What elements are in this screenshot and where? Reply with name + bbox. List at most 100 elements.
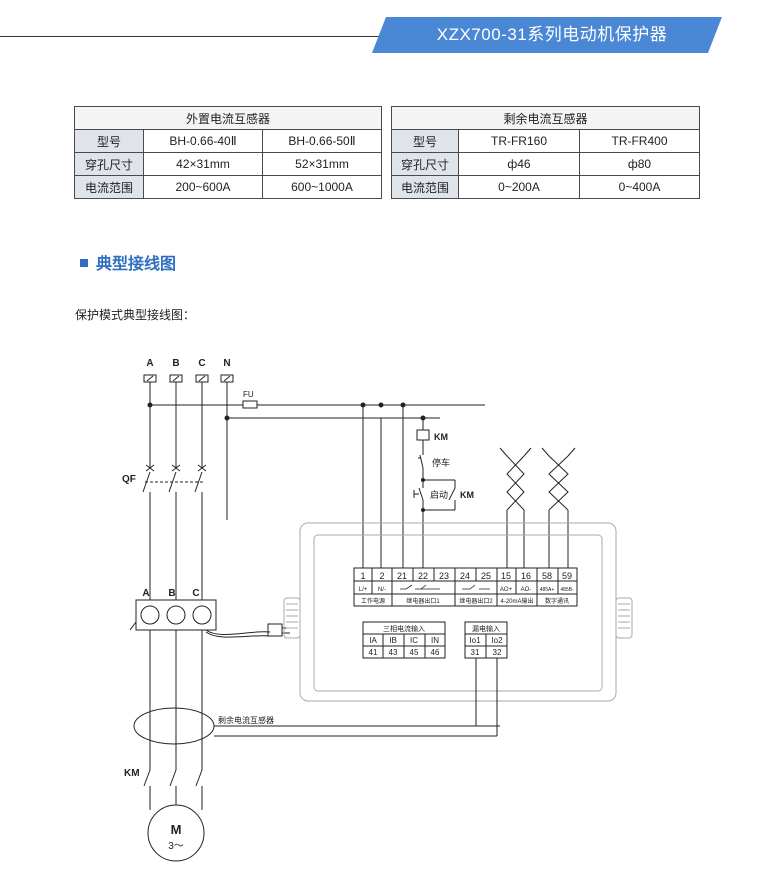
three-phase-title: 三相电流输入 (383, 624, 425, 633)
input-label: Io2 (491, 636, 503, 645)
qf-label: QF (122, 474, 136, 485)
leak-title: 漏电输入 (472, 624, 500, 633)
group-label: 继电器出口1 (406, 597, 440, 605)
ct-coil-icon (140, 605, 160, 625)
input-label: Io1 (469, 636, 481, 645)
breaker-qf-icon (142, 464, 207, 493)
supply-terminals (143, 374, 234, 383)
km-coil-label: KM (434, 432, 448, 442)
table-caption: 剩余电流互感器 (391, 106, 700, 130)
residual-ct-table: 剩余电流互感器 型号 TR-FR160 TR-FR400 穿孔尺寸 ф46 ф8… (391, 106, 700, 199)
ct-connector-icon (267, 623, 283, 637)
terminal-number: 23 (439, 571, 449, 581)
terminal-number: 58 (542, 571, 552, 581)
input-number: 32 (493, 648, 502, 657)
terminal-sub: N/- (378, 587, 386, 593)
table-cell: BH-0.66-40Ⅱ (143, 129, 263, 153)
table-row: 电流范围 200~600A 600~1000A (74, 175, 382, 199)
input-number: 46 (431, 648, 440, 657)
km-aux-label: KM (460, 490, 474, 500)
phase-label: N (223, 358, 230, 369)
terminal-sub: 485A+ (540, 587, 555, 593)
table-cell: 0~200A (458, 175, 580, 199)
table-row: 型号 TR-FR160 TR-FR400 (391, 129, 700, 153)
input-number: 41 (369, 648, 378, 657)
group-label: 数字通讯 (545, 597, 569, 605)
row-label: 电流范围 (74, 175, 144, 199)
section-title: 典型接线图 (80, 250, 176, 274)
start-label: 启动 (430, 489, 448, 500)
motor-label: M (171, 822, 182, 837)
three-phase-input-block (362, 621, 446, 659)
input-label: IB (389, 636, 397, 645)
diagram-subtitle: 保护模式典型接线图： (75, 308, 196, 322)
ct-coil-icon (192, 605, 212, 625)
twisted-pair-icon (541, 447, 576, 568)
terminal-number: 2 (379, 571, 384, 581)
terminal-sub: AO- (521, 587, 532, 593)
terminal-sub: AO+ (500, 587, 513, 593)
km-coil-icon (416, 429, 430, 441)
group-label: 4-20mA输出 (500, 597, 533, 605)
input-number: 43 (389, 648, 398, 657)
group-label: 继电器出口2 (459, 597, 493, 605)
mount-clip (283, 597, 301, 639)
external-ct-table: 外置电流互感器 型号 BH-0.66-40Ⅱ BH-0.66-50Ⅱ 穿孔尺寸 … (74, 106, 382, 199)
mount-clip (615, 597, 633, 639)
ct-label: B (168, 588, 175, 599)
leakage-input-block (464, 621, 508, 659)
table-row: 穿孔尺寸 42×31mm 52×31mm (74, 152, 382, 176)
terminal-strip (353, 567, 578, 607)
table-row: 电流范围 0~200A 0~400A (391, 175, 700, 199)
phase-label: C (198, 358, 205, 369)
section-title-text: 典型接线图 (96, 256, 177, 273)
terminal-number: 22 (418, 571, 428, 581)
table-cell: BH-0.66-50Ⅱ (262, 129, 382, 153)
fuse-label: FU (243, 390, 254, 399)
ct-coil-icon (166, 605, 186, 625)
ct-label: C (192, 588, 199, 599)
table-cell: TR-FR400 (579, 129, 700, 153)
group-label: 工作电源 (361, 597, 385, 605)
km-bottom-label: KM (124, 768, 140, 779)
table-cell: 0~400A (579, 175, 700, 199)
residual-ct-label: 剩余电流互感器 (218, 715, 274, 725)
table-caption: 外置电流互感器 (74, 106, 382, 130)
terminal-number: 21 (397, 571, 407, 581)
terminal-number: 59 (562, 571, 572, 581)
terminal-number: 16 (521, 571, 531, 581)
motor-sub-label: 3～ (168, 841, 184, 852)
stop-label: 停车 (432, 457, 450, 468)
terminal-sub: L/+ (359, 587, 368, 593)
twisted-pair-icon (499, 447, 532, 568)
header-banner (372, 17, 722, 53)
input-number: 45 (410, 648, 419, 657)
input-number: 31 (471, 648, 480, 657)
page-title: XZX700-31系列电动机保护器 (436, 25, 668, 44)
motor-icon (147, 804, 205, 862)
input-label: IC (410, 636, 418, 645)
table-cell: 200~600A (143, 175, 263, 199)
terminal-number: 24 (460, 571, 470, 581)
terminal-sub: 485B- (560, 587, 574, 593)
table-cell: 52×31mm (262, 152, 382, 176)
table-row: 穿孔尺寸 ф46 ф80 (391, 152, 700, 176)
contactor-km-icon (143, 769, 203, 810)
header-rule (0, 36, 400, 37)
protector-enclosure (299, 522, 617, 702)
ct-label: A (142, 588, 149, 599)
square-bullet-icon (80, 258, 88, 267)
terminal-number: 1 (360, 571, 365, 581)
current-transformer-block (135, 599, 217, 631)
table-cell: 600~1000A (262, 175, 382, 199)
phase-label: B (172, 358, 179, 369)
terminal-number: 25 (481, 571, 491, 581)
phase-label: A (146, 358, 153, 369)
input-label: IN (431, 636, 439, 645)
row-label: 穿孔尺寸 (391, 152, 459, 176)
input-label: IA (369, 636, 377, 645)
row-label: 型号 (391, 129, 459, 153)
fuse-icon (242, 400, 258, 409)
terminal-number: 15 (501, 571, 511, 581)
